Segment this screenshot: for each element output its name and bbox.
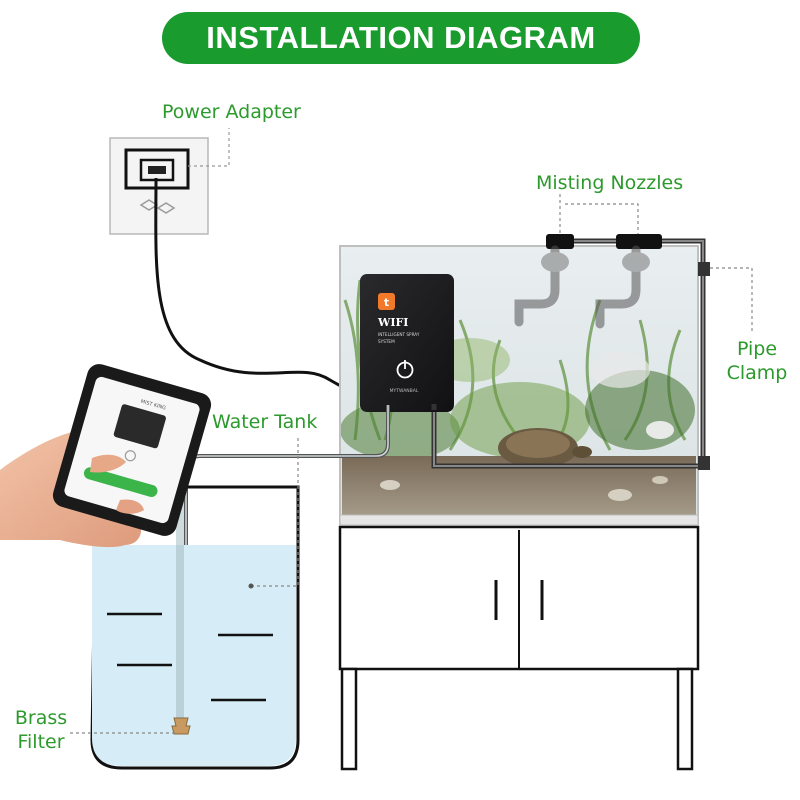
cabinet (338, 525, 700, 771)
power-adapter-leader (188, 128, 230, 167)
wall-outlet (109, 137, 209, 235)
pipe-clamp-leader (710, 267, 753, 332)
pipe-clamp-label-line2: Clamp (726, 362, 788, 384)
title-banner: INSTALLATION DIAGRAM (162, 12, 640, 64)
device-brand-label: MYTWANBAL (390, 388, 419, 394)
water-tank-leader (251, 436, 299, 587)
device-subtitle-label: INTELLIGENT SPRAY (378, 332, 420, 337)
water-tank-label: Water Tank (212, 411, 318, 433)
misting-pipe (431, 234, 710, 470)
controller-device: t (360, 274, 454, 412)
svg-text:t: t (384, 296, 389, 309)
page-title: INSTALLATION DIAGRAM (206, 20, 596, 55)
brass-filter-label: Brass Filter (8, 706, 74, 754)
brass-filter-label-line1: Brass (14, 707, 68, 729)
misting-nozzles-leader (559, 194, 639, 234)
water-tank (90, 485, 300, 770)
brass-filter-label-line2: Filter (17, 731, 65, 753)
pipe-clamp-label: Pipe Clamp (722, 337, 792, 385)
device-system-label: SYSTEM (378, 339, 395, 344)
power-adapter-label: Power Adapter (162, 101, 301, 123)
misting-nozzles-label: Misting Nozzles (536, 172, 684, 194)
misting-nozzles (514, 245, 650, 329)
device-wifi-label: WIFI (377, 316, 408, 329)
hand-with-phone (0, 364, 212, 548)
pipe-clamp-label-line1: Pipe (736, 338, 778, 360)
